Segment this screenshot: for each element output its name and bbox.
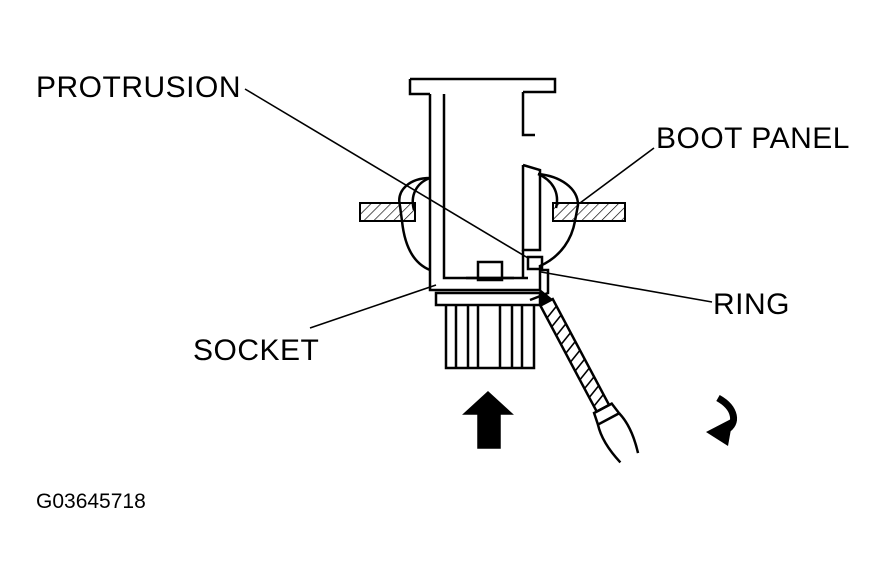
socket-connector: [434, 291, 542, 370]
boot-panel-label: BOOT PANEL: [656, 122, 850, 155]
socket-body: [408, 77, 557, 302]
push-up-arrow: [462, 390, 514, 449]
screwdriver: [538, 288, 640, 464]
socket-label: SOCKET: [193, 334, 320, 367]
leader-lines: [244, 88, 713, 329]
ring-label: RING: [713, 288, 790, 321]
rotate-arrow: [706, 394, 737, 446]
figure-code: G03645718: [36, 490, 146, 513]
protrusion-label: PROTRUSION: [36, 71, 242, 104]
grommet: [398, 172, 580, 272]
bulb-contact: [466, 260, 514, 282]
